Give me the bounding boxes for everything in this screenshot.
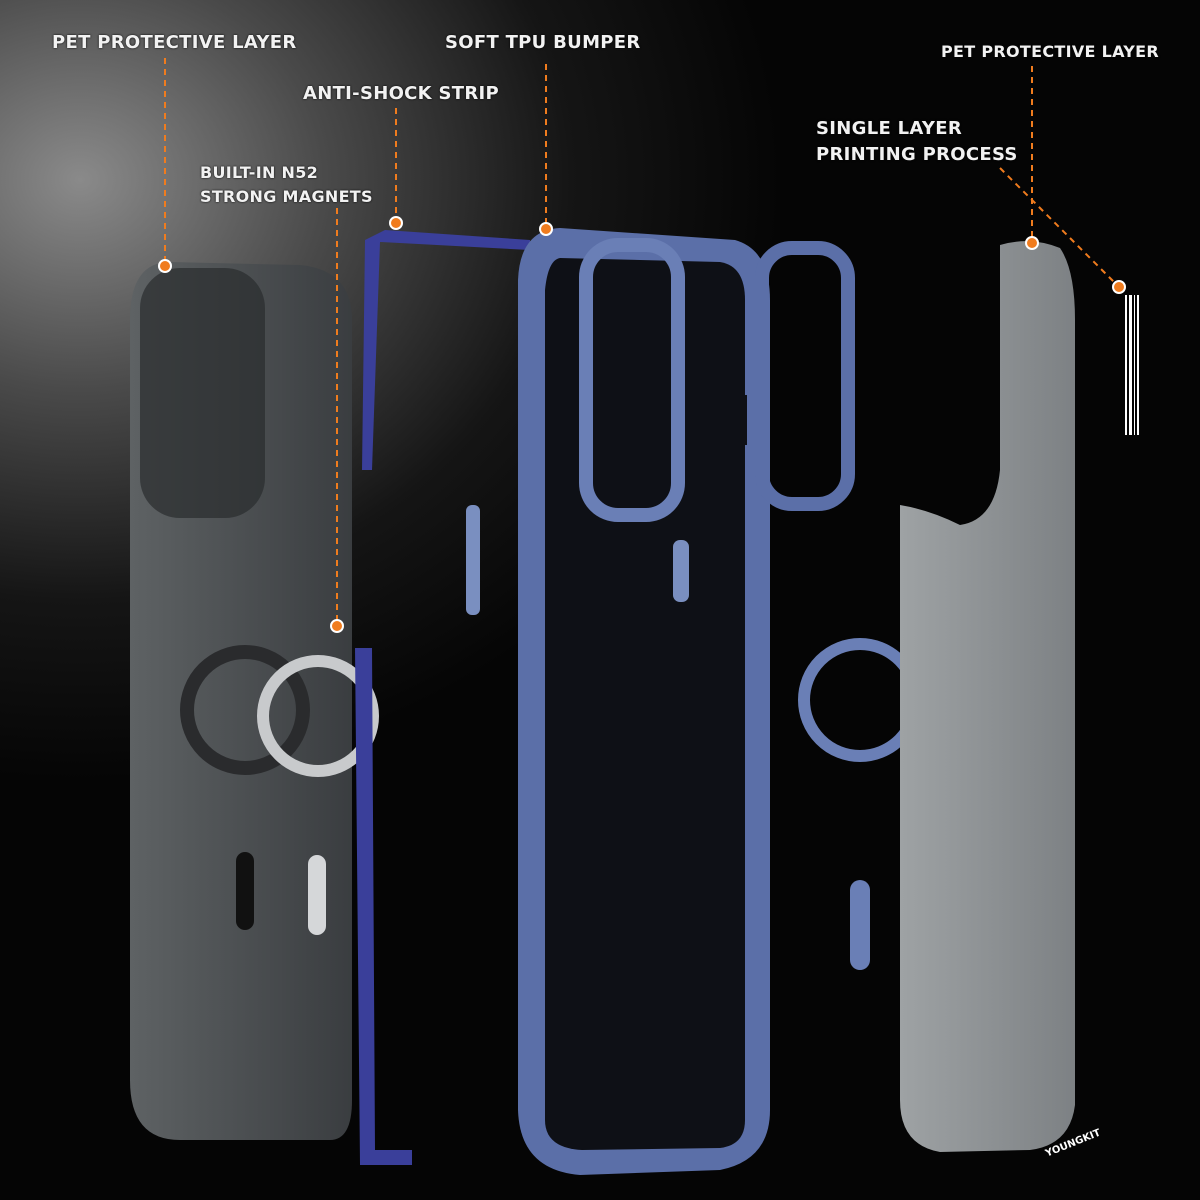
callout-lines: [164, 58, 1119, 626]
label-pet-protective-layer-left: PET PROTECTIVE LAYER: [52, 32, 297, 53]
blue-magnet-ring: [798, 638, 922, 970]
right-pet-layer: [900, 241, 1075, 1153]
left-pet-layer: [130, 262, 352, 1140]
label-anti-shock-strip: ANTI-SHOCK STRIP: [303, 83, 499, 104]
label-printing-line2: PRINTING PROCESS: [816, 144, 1018, 165]
camera-frame: [755, 241, 855, 511]
callout-dots: [158, 216, 1126, 633]
anti-shock-strip: [355, 230, 530, 1165]
label-pet-protective-layer-right: PET PROTECTIVE LAYER: [941, 42, 1160, 61]
label-magnets-line2: STRONG MAGNETS: [200, 187, 373, 206]
barcode: [1125, 295, 1139, 435]
label-magnets-line1: BUILT-IN N52: [200, 163, 319, 182]
tpu-bumper: [518, 228, 770, 1175]
label-soft-tpu-bumper: SOFT TPU BUMPER: [445, 32, 641, 53]
magnet-ring: [257, 655, 379, 935]
label-printing-line1: SINGLE LAYER: [816, 118, 963, 139]
